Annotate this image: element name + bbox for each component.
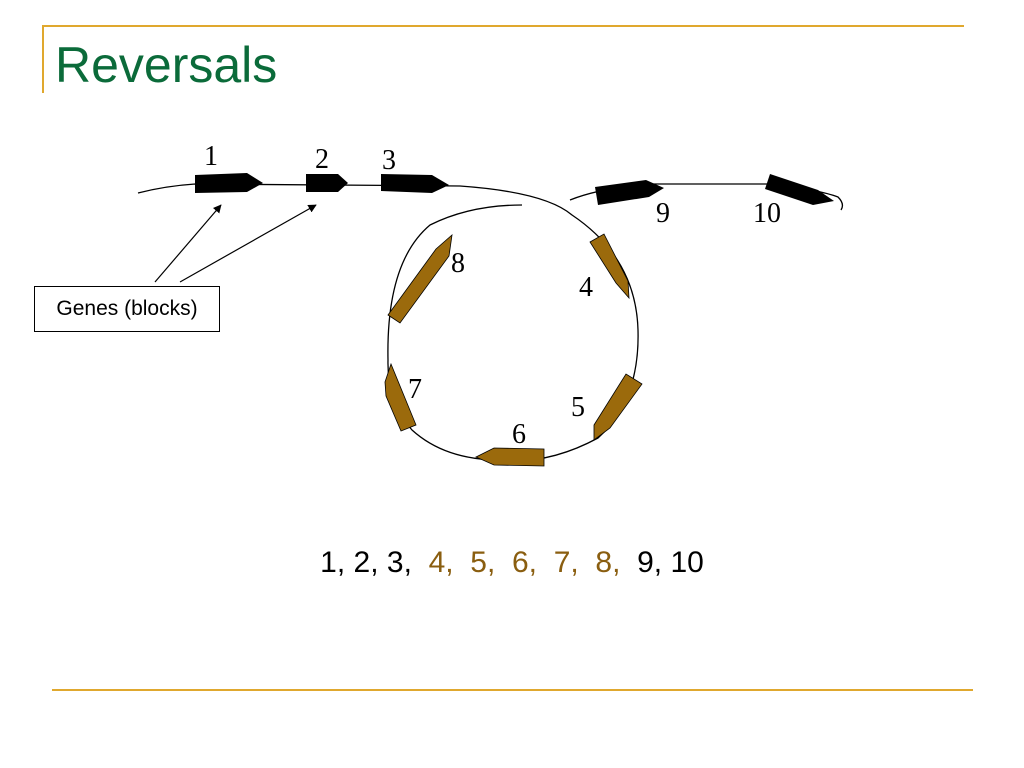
sequence-inverted-item: 7,	[553, 546, 579, 579]
title-rule-left	[42, 25, 44, 93]
bottom-rule	[52, 689, 973, 691]
gene-label-2: 2	[315, 144, 329, 175]
sequence-inverted-item: 5,	[470, 546, 496, 579]
gene-label-4: 4	[579, 272, 593, 303]
gene-label-9: 9	[656, 198, 670, 229]
gene-order-sequence: 1, 2, 3, 4, 5, 6, 7, 8, 9, 10	[0, 546, 1024, 580]
sequence-prefix: 1, 2, 3,	[320, 546, 412, 579]
gene-label-8: 8	[451, 248, 465, 279]
gene-block-2	[306, 174, 348, 192]
gene-label-7: 7	[408, 374, 422, 405]
gene-block-4	[589, 233, 630, 300]
sequence-inverted-item: 4,	[428, 546, 454, 579]
slide-title: Reversals	[55, 37, 278, 93]
callout-arrow-gene-2	[179, 204, 317, 283]
gene-label-1: 1	[204, 141, 218, 172]
callout-arrow-gene-1	[154, 204, 222, 283]
gene-block-3	[381, 174, 449, 193]
sequence-suffix: 9, 10	[637, 546, 704, 579]
gene-block-7	[384, 362, 417, 432]
title-rule-top	[42, 25, 964, 27]
sequence-inverted-item: 8,	[595, 546, 621, 579]
sequence-inverted-item: 6,	[511, 546, 538, 579]
gene-label-3: 3	[382, 145, 396, 176]
gene-block-1	[195, 173, 263, 193]
gene-block-5	[593, 373, 643, 441]
gene-block-8	[387, 233, 453, 324]
gene-block-6	[475, 447, 545, 467]
gene-block-9	[595, 180, 664, 205]
gene-label-5: 5	[571, 392, 585, 423]
gene-block-10	[765, 174, 834, 205]
genes-callout-box: Genes (blocks)	[34, 286, 220, 332]
gene-label-10: 10	[753, 198, 781, 229]
chromosome-strand-left	[137, 183, 639, 462]
gene-label-6: 6	[512, 419, 526, 450]
